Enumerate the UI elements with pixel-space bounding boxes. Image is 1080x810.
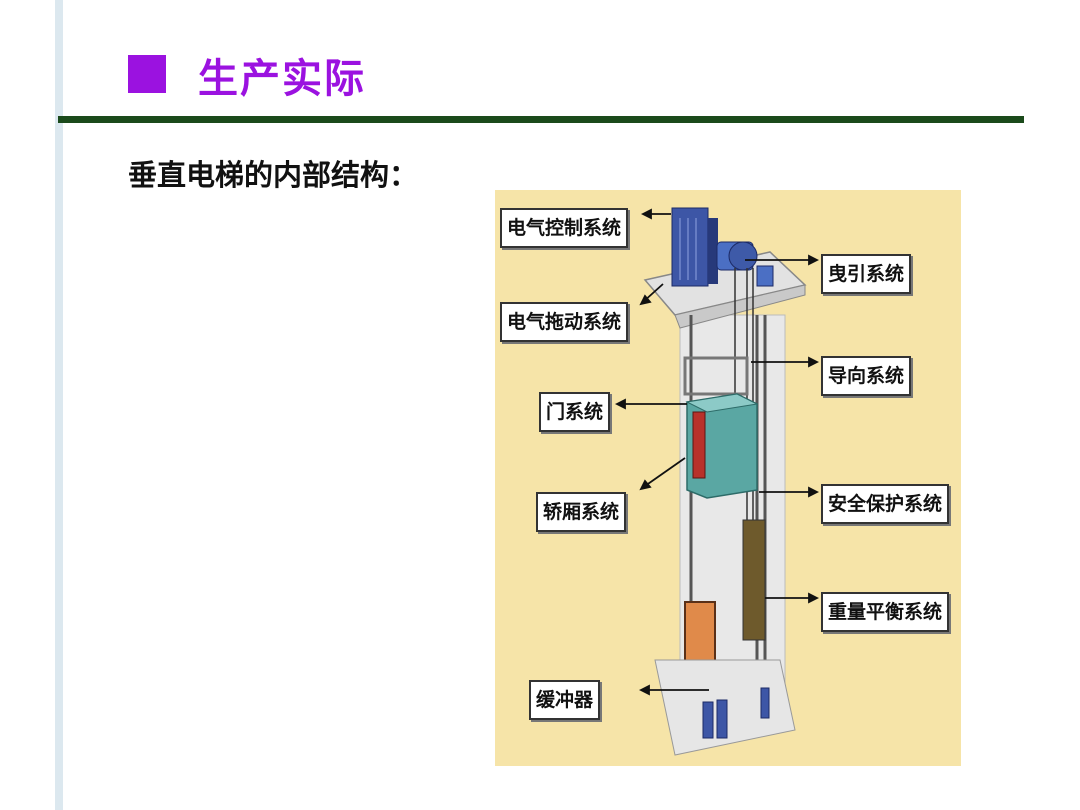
control-cabinet — [671, 207, 709, 287]
label-door-system: 门系统 — [539, 392, 611, 432]
title-divider — [58, 116, 1024, 123]
platform-edge — [674, 284, 806, 329]
elevator-illustration — [614, 207, 820, 756]
traction-brake — [756, 265, 774, 287]
car-door — [692, 411, 706, 479]
label-electric-drive: 电气拖动系统 — [500, 302, 629, 342]
car-buffer — [702, 701, 714, 739]
counterweight-buffer — [760, 687, 770, 719]
slide-subtitle: 垂直电梯的内部结构： — [128, 158, 419, 192]
label-traction-system: 曳引系统 — [821, 254, 912, 294]
elevator-structure-diagram: 电气控制系统 电气拖动系统 门系统 轿厢系统 缓冲器 曳引系统 导向系统 安全保… — [495, 190, 961, 766]
counterweight — [742, 519, 766, 641]
left-accent-bar — [55, 0, 63, 810]
car-frame — [683, 356, 749, 396]
label-safety-system: 安全保护系统 — [821, 484, 950, 524]
label-electric-control: 电气控制系统 — [500, 208, 629, 248]
pointer-arrows — [614, 208, 820, 696]
label-counterweight-system: 重量平衡系统 — [821, 592, 950, 632]
label-buffer: 缓冲器 — [529, 680, 601, 720]
title-bullet-square — [128, 55, 166, 93]
car-buffer-2 — [716, 699, 728, 739]
control-cabinet-side — [708, 218, 718, 284]
traction-sheave — [728, 241, 758, 271]
slide-title: 生产实际 — [198, 56, 366, 102]
car-roof — [685, 393, 759, 413]
label-car-system: 轿厢系统 — [536, 492, 627, 532]
label-guide-system: 导向系统 — [821, 356, 912, 396]
cabinet-lines — [679, 218, 697, 280]
